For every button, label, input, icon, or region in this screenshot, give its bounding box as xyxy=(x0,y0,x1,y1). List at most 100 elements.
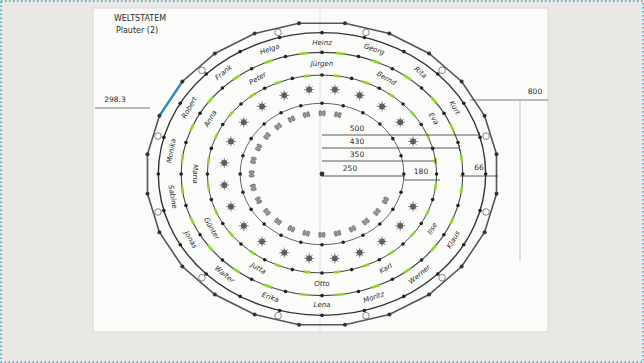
green-marker xyxy=(208,97,213,103)
dimension-label: 66 xyxy=(474,164,484,172)
ring-post xyxy=(361,233,365,237)
ring-post xyxy=(210,147,214,151)
ring-post xyxy=(263,87,267,91)
green-marker xyxy=(233,75,240,80)
ring-post xyxy=(350,268,354,272)
dimension-label: 430 xyxy=(350,138,364,146)
ring-post xyxy=(157,172,161,176)
ring-post xyxy=(442,233,446,237)
chair-symbol xyxy=(249,171,254,177)
seat-name: Robert xyxy=(181,96,199,120)
ring-post xyxy=(320,294,324,298)
ring-post xyxy=(436,272,440,276)
polygon-vertex xyxy=(297,21,301,25)
number-circle xyxy=(483,209,490,216)
number-circle xyxy=(155,209,162,216)
green-marker xyxy=(431,97,436,103)
seat-name: Jürgen xyxy=(311,60,334,67)
ring-post xyxy=(462,243,466,247)
seat-symbol xyxy=(395,221,405,231)
green-marker xyxy=(450,124,453,131)
guide-line xyxy=(520,100,521,260)
ring-post xyxy=(206,172,210,176)
chair-symbol xyxy=(303,112,310,118)
dimension-label: 500 xyxy=(350,125,364,133)
green-marker xyxy=(233,268,240,273)
green-marker xyxy=(264,60,272,63)
seat-name: Helga xyxy=(259,44,280,58)
ring-post xyxy=(221,123,225,127)
ring-post xyxy=(419,123,423,127)
dimension-label: 350 xyxy=(350,151,364,159)
ring-line xyxy=(240,103,404,244)
seat-symbol xyxy=(304,85,314,95)
ring-post xyxy=(239,242,243,246)
ring-post xyxy=(184,204,188,208)
seat-name: Eva xyxy=(426,112,438,127)
green-marker xyxy=(411,111,415,116)
green-marker xyxy=(333,270,340,273)
chair-symbol xyxy=(373,208,381,216)
ring-post xyxy=(221,86,225,90)
green-marker xyxy=(336,52,345,56)
ring-line xyxy=(207,75,436,273)
ring-post xyxy=(320,51,324,55)
green-marker xyxy=(411,232,415,237)
number-circle xyxy=(363,29,370,36)
ring-post xyxy=(378,222,382,226)
ring-post xyxy=(249,208,253,212)
ring-post xyxy=(238,295,242,299)
polygon-vertex xyxy=(483,230,487,234)
ring-post xyxy=(320,31,324,35)
ring-post xyxy=(420,86,424,90)
polygon-vertex xyxy=(253,32,257,36)
seat-name: Klaus xyxy=(446,230,462,250)
seat-symbol xyxy=(355,90,365,100)
ring-post xyxy=(420,258,424,262)
ring-post xyxy=(402,295,406,299)
chair-symbol xyxy=(263,208,271,216)
dimension-tick xyxy=(403,173,404,179)
polygon-vertex xyxy=(157,114,161,118)
seat-symbol xyxy=(279,90,289,100)
seat-name: Moritz xyxy=(363,291,386,305)
polygon-vertex xyxy=(253,312,257,316)
chair-symbol xyxy=(255,144,262,152)
polygon-vertex xyxy=(213,293,217,297)
seat-symbol xyxy=(408,202,418,212)
ring-post xyxy=(279,233,283,237)
seat-symbol xyxy=(239,221,249,231)
number-circle xyxy=(439,274,446,281)
green-marker xyxy=(431,245,436,251)
ring-post xyxy=(391,67,395,71)
ring-post xyxy=(299,104,303,108)
seat-name: Sabine xyxy=(167,184,178,209)
green-marker xyxy=(450,217,453,224)
green-marker xyxy=(190,124,193,131)
ring-post xyxy=(419,222,423,226)
green-marker xyxy=(229,111,233,116)
number-circle xyxy=(199,67,206,74)
green-marker xyxy=(461,154,462,162)
seat-name: Georg xyxy=(363,43,385,57)
ring-post xyxy=(320,243,324,247)
green-marker xyxy=(207,184,211,190)
ring-post xyxy=(435,172,439,176)
ring-post xyxy=(241,154,245,158)
dimension-label: 298.3 xyxy=(104,96,125,104)
polygon-vertex xyxy=(460,265,464,269)
green-marker xyxy=(404,268,411,273)
ring-post xyxy=(391,137,395,141)
seat-symbol xyxy=(219,180,229,190)
dimension-line xyxy=(322,176,404,177)
ring-post xyxy=(401,102,405,106)
green-marker xyxy=(333,74,340,77)
number-circle xyxy=(199,274,206,281)
ring-post xyxy=(178,243,182,247)
polygon-vertex xyxy=(146,152,150,156)
dimension-tick xyxy=(459,145,460,151)
chair-symbol xyxy=(319,111,325,116)
ring-post xyxy=(391,208,395,212)
ring-post xyxy=(198,111,202,115)
